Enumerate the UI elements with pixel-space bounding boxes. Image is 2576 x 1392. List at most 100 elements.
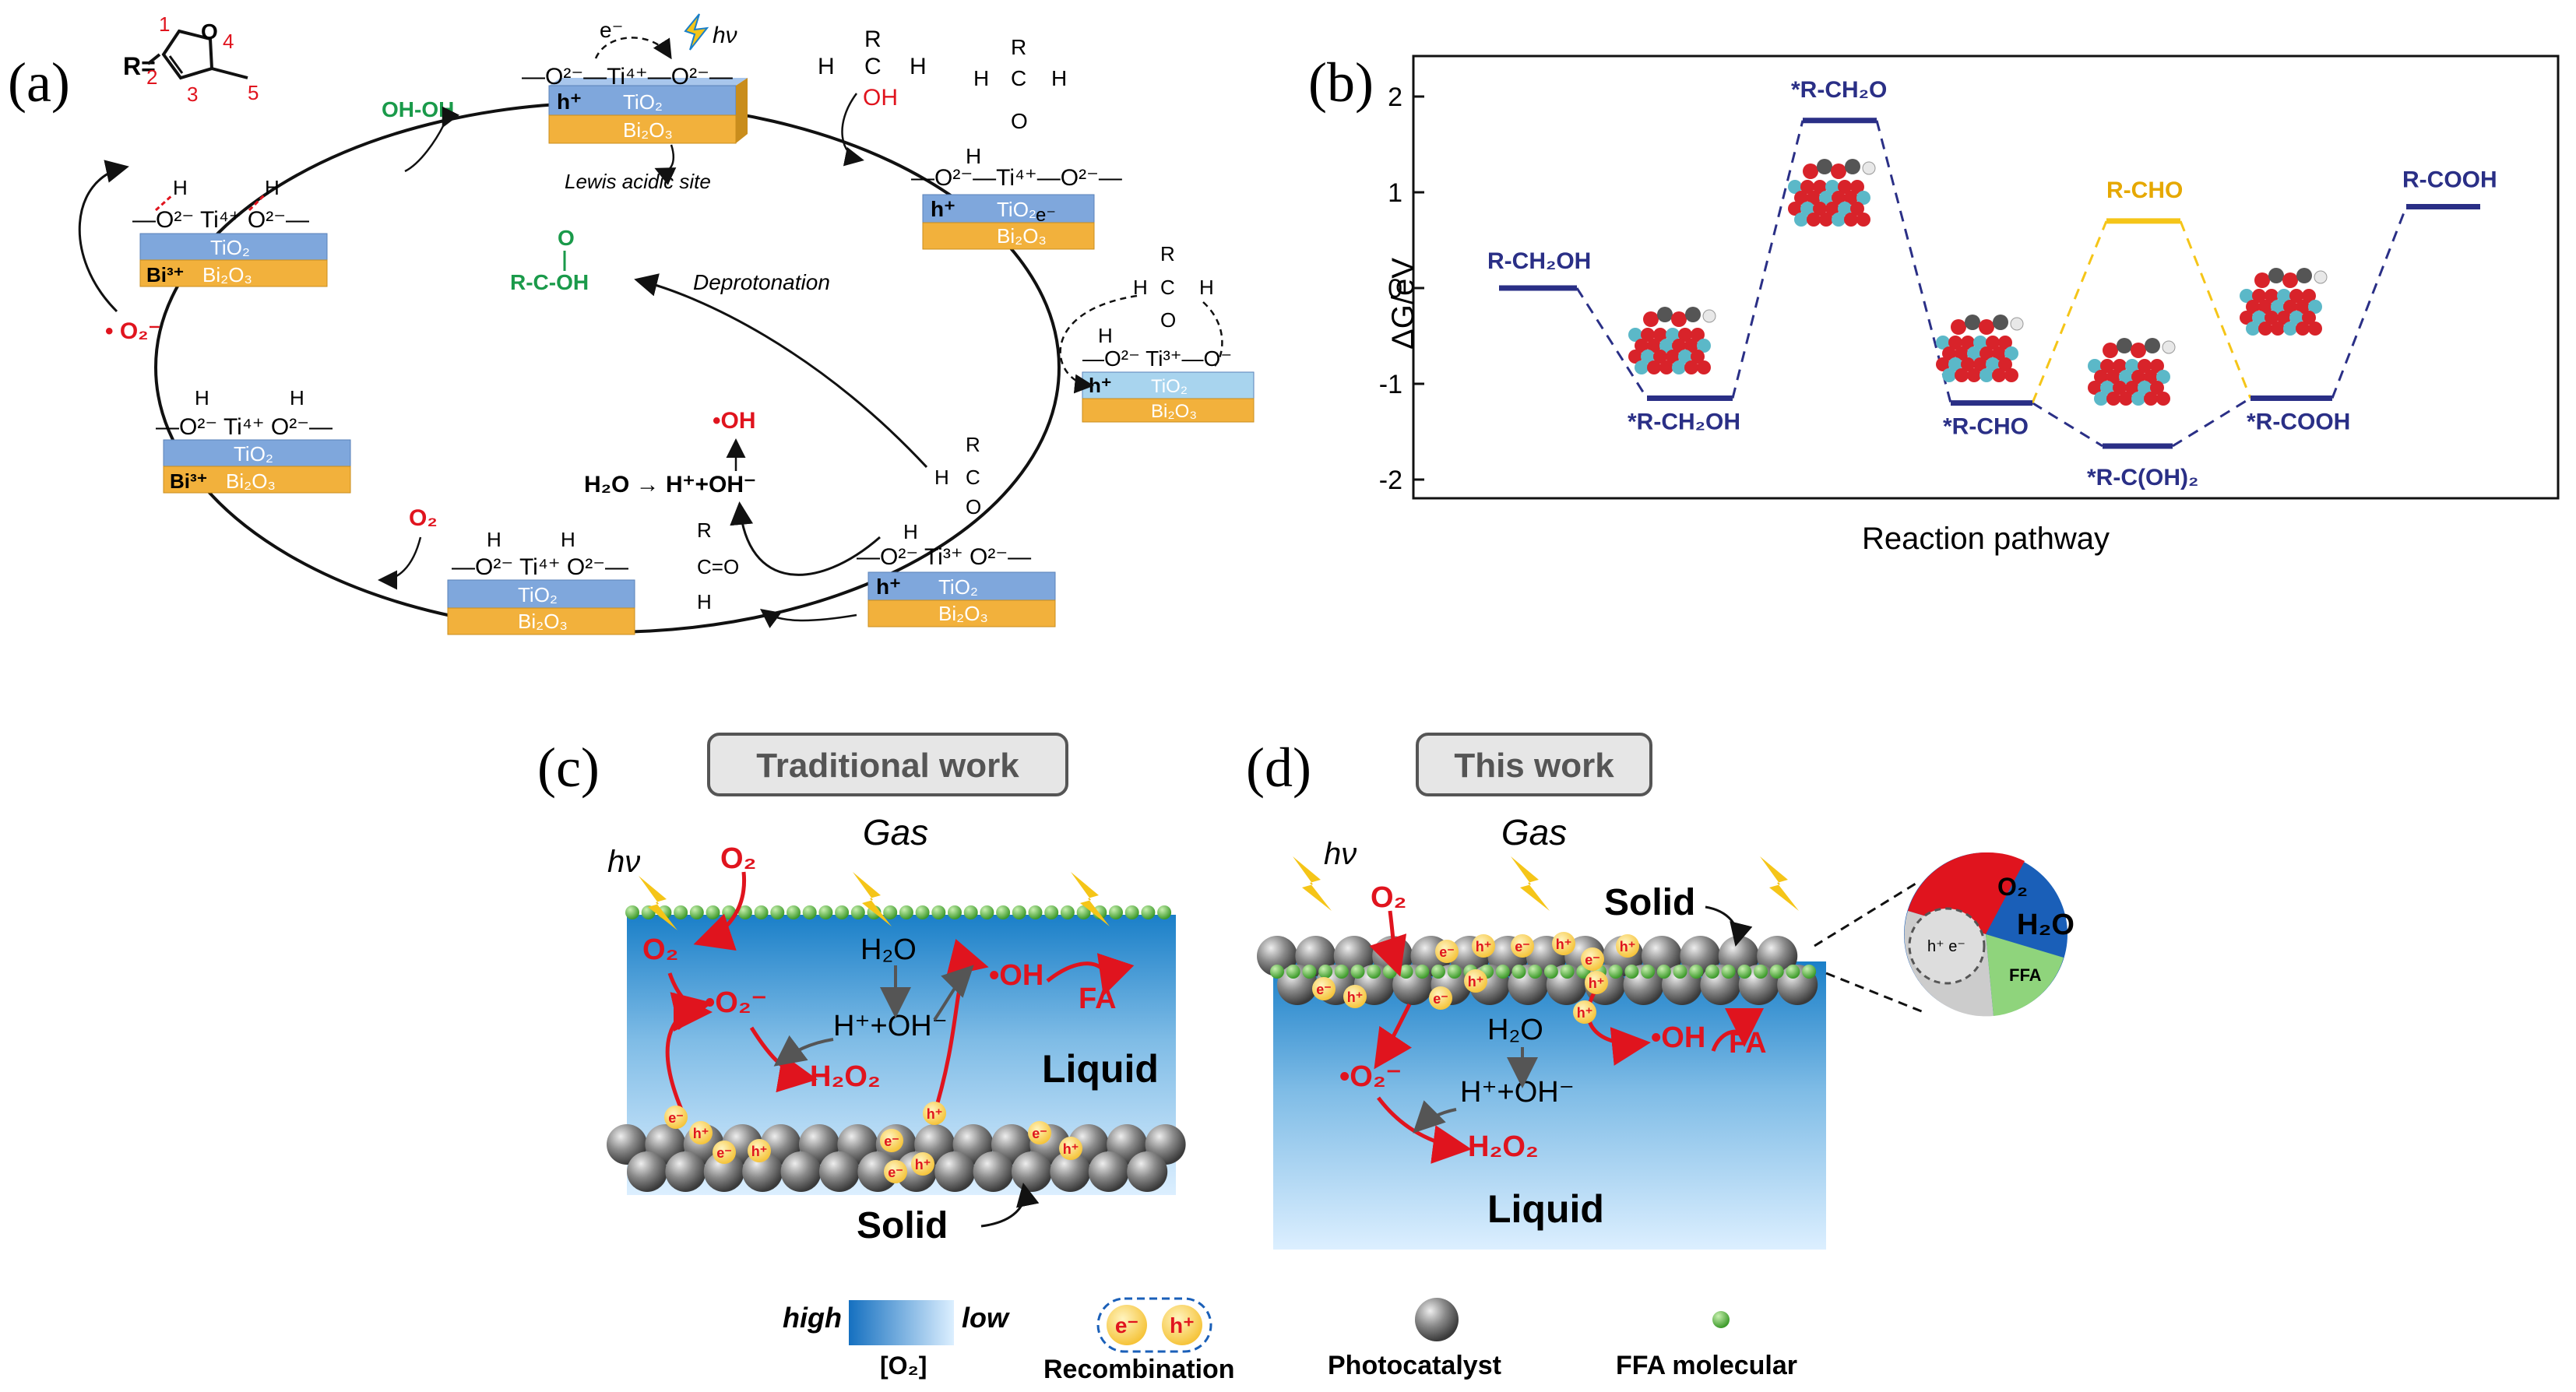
- slab-lu-bi3: Bi³⁺: [146, 263, 184, 286]
- adsorbate-model: [1936, 315, 2024, 382]
- oh-d: •OH: [1651, 1021, 1705, 1054]
- atom: [2302, 289, 2316, 303]
- charge-carrier-label: e⁻: [1032, 1126, 1047, 1141]
- ffa-molecule: [1608, 965, 1623, 979]
- atom: [1986, 336, 2000, 350]
- energy-level-label: R-CH₂OH: [1487, 248, 1591, 274]
- atom: [1666, 350, 1680, 364]
- slab-rb-h: H: [903, 520, 918, 543]
- charge-carrier: [880, 1129, 903, 1152]
- photocatalyst-particle: [1257, 936, 1297, 976]
- deprotonation-label: Deprotonation: [693, 270, 830, 294]
- solid-label-d: Solid: [1604, 882, 1695, 923]
- charge-carrier-label: h⁺: [1589, 975, 1605, 991]
- charge-carrier: [689, 1121, 713, 1144]
- ffa-molecule: [931, 905, 946, 919]
- photocatalyst-particle: [857, 1151, 899, 1192]
- atom: [1845, 159, 1860, 174]
- oh-radical-a: •OH: [713, 408, 756, 434]
- atom: [2265, 289, 2279, 303]
- atom: [2246, 300, 2260, 314]
- atom: [1948, 357, 1962, 371]
- slab-lu-h1: H: [173, 176, 188, 199]
- charge-carrier: [1435, 940, 1459, 963]
- y-tick-label: 0: [1388, 274, 1402, 304]
- atom: [2145, 338, 2160, 353]
- atom: [1844, 191, 1858, 205]
- ffa-molecule: [980, 905, 994, 919]
- pathway-connector: [2179, 220, 2252, 399]
- ffa-molecule: [1318, 965, 1333, 979]
- atom: [2289, 311, 2303, 325]
- slab-ru-o: O: [1011, 109, 1028, 133]
- ffa-molecule: [1543, 965, 1558, 979]
- atom: [1788, 180, 1802, 194]
- legend-hole: [1162, 1305, 1202, 1345]
- ffa-molecule: [1141, 905, 1156, 919]
- charge-carrier-label: e⁻: [888, 1165, 903, 1180]
- atom: [1942, 368, 1956, 382]
- slab-rm-hplus: h⁺: [1089, 374, 1112, 397]
- atom: [2258, 322, 2272, 336]
- atom: [1955, 346, 1969, 360]
- pathway-connector: [2032, 402, 2103, 448]
- atom: [1647, 360, 1661, 374]
- slab-b-h2: H: [561, 528, 575, 551]
- chart-frame: [1412, 54, 2560, 500]
- charge-carriers-c: e⁻h⁺e⁻h⁺e⁻e⁻h⁺h⁺e⁻h⁺: [664, 1102, 1082, 1183]
- slab-top-bi2o3: Bi₂O₃: [623, 118, 673, 142]
- atom: [1807, 213, 1821, 227]
- slab-ru-surface: —O²⁻—Ti⁴⁺—O²⁻—: [911, 165, 1122, 191]
- ffa-molecule: [1044, 905, 1059, 919]
- charge-carrier-label: e⁻: [1316, 982, 1332, 997]
- ffa-molecule: [1367, 965, 1381, 979]
- atom: [2282, 272, 2298, 288]
- atom: [2113, 359, 2127, 373]
- ffa-molecule: [1495, 965, 1510, 979]
- ffa-molecule: [1689, 965, 1704, 979]
- hv-d: hν: [1324, 837, 1357, 871]
- atom: [1819, 213, 1833, 227]
- atom: [2125, 359, 2139, 373]
- atom: [1832, 191, 1846, 205]
- atom: [2004, 368, 2018, 382]
- charge-carrier: [1429, 986, 1452, 1010]
- slab-ru-h2: H: [973, 66, 989, 90]
- photocatalyst-particle: [780, 1151, 822, 1192]
- atom: [2240, 289, 2254, 303]
- slab-ru-bi2o3: Bi₂O₃: [997, 224, 1047, 248]
- atom: [1643, 311, 1659, 327]
- ffa-molecule: [787, 905, 801, 919]
- ffa-molecule: [770, 905, 785, 919]
- charge-carrier-label: e⁻: [716, 1145, 732, 1161]
- atom: [1697, 360, 1711, 374]
- atom: [2252, 311, 2266, 325]
- ions-c: H⁺+OH⁻: [833, 1010, 948, 1042]
- charge-carrier: [664, 1106, 688, 1129]
- light-bolt-icon: [1071, 872, 1110, 926]
- atom: [1800, 180, 1814, 194]
- atom: [2100, 381, 2114, 395]
- atom: [2265, 311, 2279, 325]
- energy-profile: R-CH₂OH*R-CH₂OH*R-CH₂O*R-CHO*R-C(OH)₂R-C…: [1487, 77, 2497, 490]
- atom: [1936, 336, 1950, 350]
- legend-photocatalyst: Photocatalyst: [1328, 1351, 1501, 1380]
- charge-carrier-label: h⁺: [927, 1106, 943, 1122]
- light-bolt-icon: [1293, 856, 1332, 911]
- charge-carrier-label: h⁺: [693, 1126, 709, 1141]
- atom: [1803, 163, 1818, 179]
- hv-c: hν: [607, 845, 640, 879]
- hooh-label: OH-OH: [382, 97, 454, 121]
- photocatalyst-particle: [934, 1151, 976, 1192]
- atom: [2125, 381, 2139, 395]
- light-bolt-icon: [853, 872, 892, 926]
- o2-label-a: O₂: [409, 505, 438, 531]
- h2o-d: H₂O: [1487, 1014, 1543, 1046]
- charge-carrier: [1585, 971, 1608, 994]
- atom: [1635, 339, 1649, 353]
- ald-co: C=O: [697, 555, 739, 578]
- alc-r: R: [864, 26, 882, 52]
- slab-rm-tio2: TiO₂: [1151, 376, 1188, 397]
- photocatalyst-particle: [703, 1151, 744, 1192]
- slab-rb-o: O: [966, 495, 981, 518]
